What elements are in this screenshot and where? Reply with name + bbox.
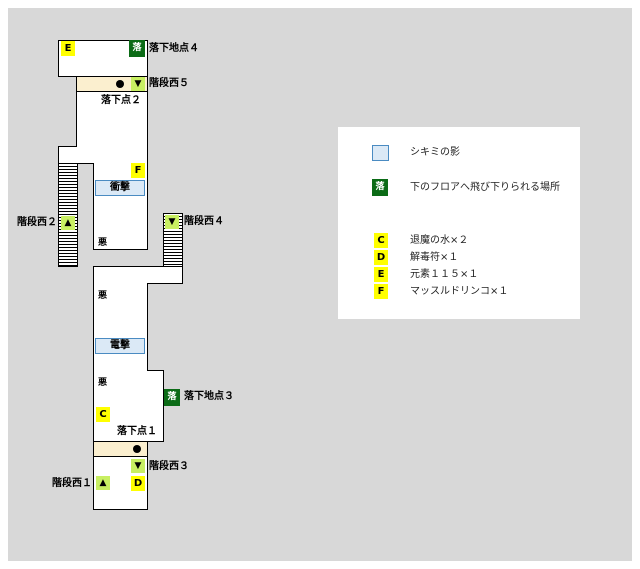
west-stairs-1-arrow[interactable]: ▲: [96, 476, 110, 490]
shock-barrier: 衝撃: [95, 180, 145, 196]
electric-barrier: 電撃: [95, 338, 145, 354]
room-corridor-upper: [76, 91, 148, 147]
lower-bottom-joint-2: [140, 371, 152, 441]
west-stairs-1-label: 階段西１: [52, 478, 92, 489]
room-lower: [93, 283, 148, 371]
lower-joint: [94, 277, 147, 289]
ledge-joint: [77, 140, 97, 163]
legend-item-e-text: 元素１１５×１: [410, 269, 479, 280]
drop-point-3-marker: 落: [164, 389, 180, 406]
west-stairs-4-label: 階段西４: [184, 216, 224, 227]
legend-drop-text: 下のフロアへ飛び下りられる場所: [410, 182, 560, 193]
drop-point-3-label: 落下地点３: [184, 391, 234, 402]
landing-dot-top: [116, 80, 124, 88]
legend-item-d-swatch: D: [374, 250, 388, 265]
legend-shadow-text: シキミの影: [410, 147, 460, 158]
landing-dot-bottom: [133, 445, 141, 453]
item-c-marker: C: [96, 407, 110, 422]
legend-item-f-text: マッスルドリンコ×１: [410, 286, 509, 297]
corridor-joint: [94, 140, 147, 152]
legend-item-c-swatch: C: [374, 233, 388, 248]
item-f-marker: F: [131, 163, 145, 178]
legend-panel: シキミの影 落 下のフロアへ飛び下りられる場所 C 退魔の水×２ D 解毒符×１…: [338, 127, 580, 319]
item-e-marker: E: [61, 41, 75, 56]
enemy-marker-3: 悪: [98, 378, 108, 388]
west-stairs-3-arrow[interactable]: ▼: [131, 459, 145, 473]
west-stairs-4-arrow[interactable]: ▼: [165, 215, 179, 229]
west-stairs-2-label: 階段西２: [17, 217, 57, 228]
west-stairs-2-steps[interactable]: [58, 163, 78, 267]
drop-point-4-label: 落下地点４: [149, 43, 199, 54]
west-stairs-5-arrow[interactable]: ▼: [131, 77, 145, 91]
drop-point-1-label: 落下点１: [117, 426, 157, 437]
drop-point-2-label: 落下点２: [101, 95, 141, 106]
west-stairs-2-arrow[interactable]: ▲: [61, 216, 75, 230]
legend-drop-swatch: 落: [372, 179, 388, 196]
enemy-marker-1: 悪: [98, 238, 108, 248]
item-d-marker: D: [131, 476, 145, 491]
drop-point-4-marker: 落: [129, 40, 145, 57]
lower-bottom-joint: [94, 364, 147, 376]
legend-item-f-swatch: F: [374, 284, 388, 299]
legend-item-c-text: 退魔の水×２: [410, 235, 469, 246]
legend-item-e-swatch: E: [374, 267, 388, 282]
west-stairs-5-label: 階段西５: [149, 78, 189, 89]
legend-item-d-text: 解毒符×１: [410, 252, 459, 263]
enemy-marker-2: 悪: [98, 291, 108, 301]
legend-shadow-swatch: [372, 145, 389, 161]
west-stairs-3-label: 階段西３: [149, 461, 189, 472]
